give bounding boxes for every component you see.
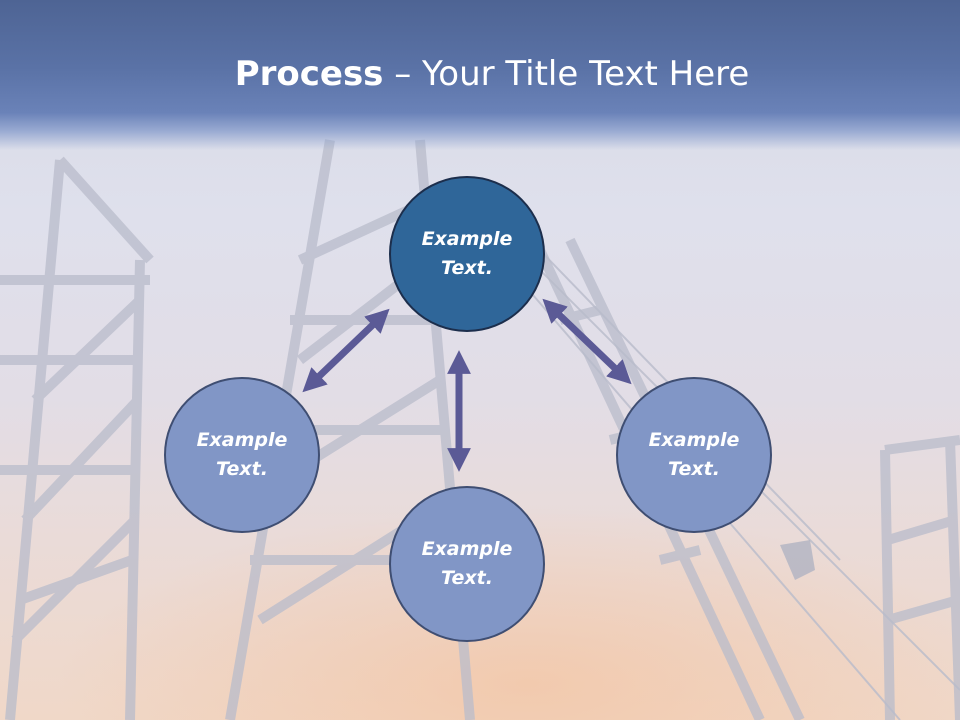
process-node-right[interactable]: Example Text. [616, 377, 772, 533]
arrow-top-right [542, 298, 632, 385]
arrow-top-left [302, 308, 390, 393]
node-label: Example Text. [648, 429, 740, 480]
process-node-left[interactable]: Example Text. [164, 377, 320, 533]
node-label: Example Text. [421, 538, 513, 589]
title-bold: Process [234, 54, 384, 94]
title-band [0, 0, 960, 150]
node-label: Example Text. [196, 429, 288, 480]
title-rest: – Your Title Text Here [383, 54, 750, 94]
process-node-top[interactable]: Example Text. [389, 176, 545, 332]
slide-title[interactable]: Process – Your Title Text Here [0, 52, 960, 96]
process-node-bottom[interactable]: Example Text. [389, 486, 545, 642]
node-label: Example Text. [421, 228, 513, 279]
